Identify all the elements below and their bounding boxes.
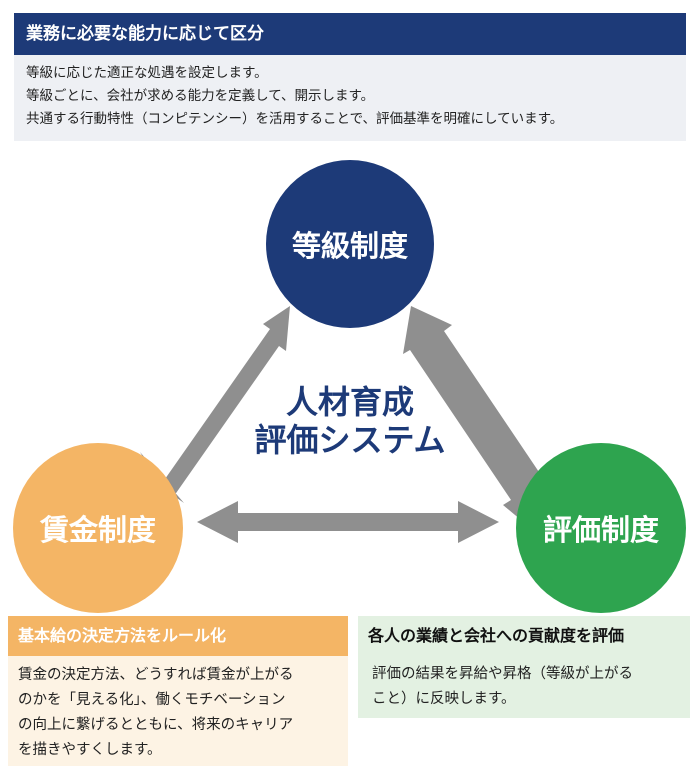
wage-panel-line-4: を描きやすくします。 xyxy=(18,742,162,758)
evaluation-system-circle: 評価制度 xyxy=(516,443,686,613)
wage-system-circle: 賃金制度 xyxy=(13,443,183,613)
evaluation-panel-header: 各人の業績と会社への貢献度を評価 xyxy=(358,616,690,656)
wage-panel-line-2: のかを「見える化」、働くモチベーション xyxy=(18,692,286,708)
center-title: 人材育成 評価システム xyxy=(220,383,480,459)
top-description: 等級に応じた適正な処遇を設定します。 等級ごとに、会社が求める能力を定義して、開… xyxy=(14,55,686,141)
arrow-wage-eval xyxy=(197,501,499,543)
arrow-grade-eval xyxy=(403,306,553,541)
wage-panel-header: 基本給の決定方法をルール化 xyxy=(8,616,348,656)
evaluation-panel-line-1: 評価の結果を昇給や昇格（等級が上がる xyxy=(372,666,633,682)
top-line-1: 等級に応じた適正な処遇を設定します。 xyxy=(26,65,268,81)
arrow-grade-wage xyxy=(140,306,290,503)
top-line-2: 等級ごとに、会社が求める能力を定義して、開示します。 xyxy=(26,88,375,104)
wage-panel-line-3: の向上に繋げるとともに、将来のキャリア xyxy=(18,717,294,733)
top-line-3: 共通する行動特性（コンピテンシー）を活用することで、評価基準を明確にしています。 xyxy=(26,111,564,127)
grade-system-circle: 等級制度 xyxy=(266,160,434,328)
center-title-line-1: 人材育成 xyxy=(285,383,414,421)
top-header: 業務に必要な能力に応じて区分 xyxy=(14,13,686,55)
wage-panel-body: 賃金の決定方法、どうすれば賃金が上がる のかを「見える化」、働くモチベーション … xyxy=(8,656,348,766)
evaluation-panel-body: 評価の結果を昇給や昇格（等級が上がる こと）に反映します。 xyxy=(358,656,690,718)
center-title-line-2: 評価システム xyxy=(254,421,446,459)
wage-system-label: 賃金制度 xyxy=(39,513,156,547)
wage-panel-line-1: 賃金の決定方法、どうすれば賃金が上がる xyxy=(18,667,294,683)
evaluation-panel-line-2: こと）に反映します。 xyxy=(372,691,516,707)
evaluation-system-label: 評価制度 xyxy=(542,513,659,547)
grade-system-label: 等級制度 xyxy=(291,229,408,263)
